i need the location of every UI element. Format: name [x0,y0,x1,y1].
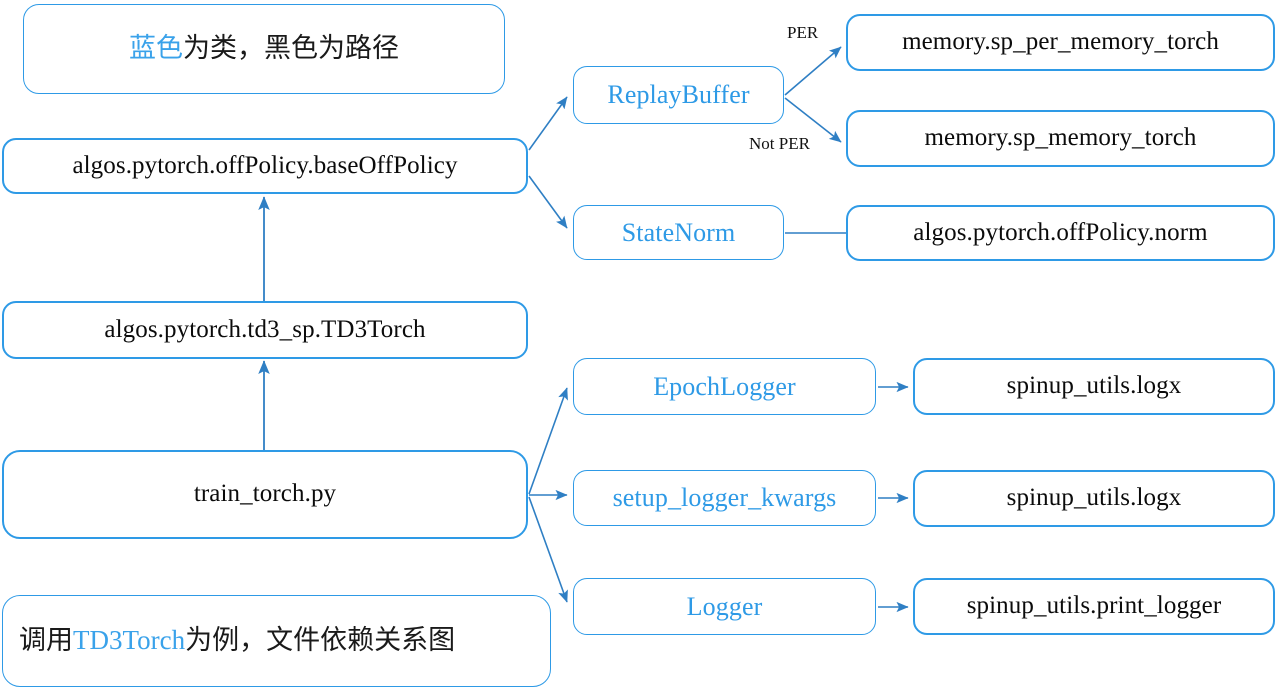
edge-baseoffpolicy-statenorm [528,175,568,229]
node-train-torch[interactable]: train_torch.py [2,450,528,539]
edge-train-epochlogger [528,387,568,495]
node-state-norm[interactable]: StateNorm [573,205,784,260]
edge-label-per: PER [787,23,819,42]
node-train-torch-label: train_torch.py [193,480,337,508]
node-setup-logger-kwargs[interactable]: setup_logger_kwargs [573,470,876,526]
node-spinup-utils-print-logger-label: spinup_utils.print_logger [966,592,1222,620]
caption-suffix: 为例，文件依赖关系图 [185,625,456,656]
node-td3torch[interactable]: algos.pytorch.td3_sp.TD3Torch [2,301,528,359]
node-logger-label: Logger [686,591,763,621]
edge-train-logger [528,496,568,603]
node-setup-logger-kwargs-label: setup_logger_kwargs [612,483,837,513]
node-replay-buffer[interactable]: ReplayBuffer [573,66,784,124]
node-spinup-utils-logx-middle[interactable]: spinup_utils.logx [913,470,1275,527]
node-sp-per-memory-torch-label: memory.sp_per_memory_torch [902,28,1219,56]
caption-prefix: 调用 [19,625,73,656]
node-sp-memory-torch[interactable]: memory.sp_memory_torch [846,110,1275,167]
caption-highlight: TD3Torch [73,625,186,656]
node-base-off-policy[interactable]: algos.pytorch.offPolicy.baseOffPolicy [2,138,528,194]
node-spinup-utils-print-logger[interactable]: spinup_utils.print_logger [913,578,1275,635]
edge-baseoffpolicy-replaybuffer [528,96,568,151]
node-epoch-logger[interactable]: EpochLogger [573,358,876,415]
node-replay-buffer-label: ReplayBuffer [607,80,750,110]
node-spinup-utils-logx-top[interactable]: spinup_utils.logx [913,358,1275,415]
legend-rest-part: 为类，黑色为路径 [183,33,399,64]
node-base-off-policy-label: algos.pytorch.offPolicy.baseOffPolicy [72,151,458,179]
caption-box: 调用TD3Torch为例，文件依赖关系图 [2,595,551,687]
node-state-norm-label: StateNorm [621,217,736,247]
node-sp-per-memory-torch[interactable]: memory.sp_per_memory_torch [846,14,1275,71]
node-off-policy-norm-label: algos.pytorch.offPolicy.norm [913,218,1208,246]
legend-box: 蓝色为类，黑色为路径 [23,4,505,94]
node-spinup-utils-logx-middle-label: spinup_utils.logx [1006,484,1182,512]
node-logger[interactable]: Logger [573,578,876,635]
legend-text: 蓝色为类，黑色为路径 [129,33,399,64]
edge-replaybuffer-permemory [784,46,842,96]
node-off-policy-norm[interactable]: algos.pytorch.offPolicy.norm [846,205,1275,261]
node-spinup-utils-logx-top-label: spinup_utils.logx [1006,372,1182,400]
caption-text: 调用TD3Torch为例，文件依赖关系图 [19,625,455,656]
node-epoch-logger-label: EpochLogger [653,371,796,401]
node-td3torch-label: algos.pytorch.td3_sp.TD3Torch [104,315,426,343]
edge-label-not-per: Not PER [749,134,810,153]
node-sp-memory-torch-label: memory.sp_memory_torch [924,124,1197,152]
legend-blue-part: 蓝色 [129,33,183,64]
